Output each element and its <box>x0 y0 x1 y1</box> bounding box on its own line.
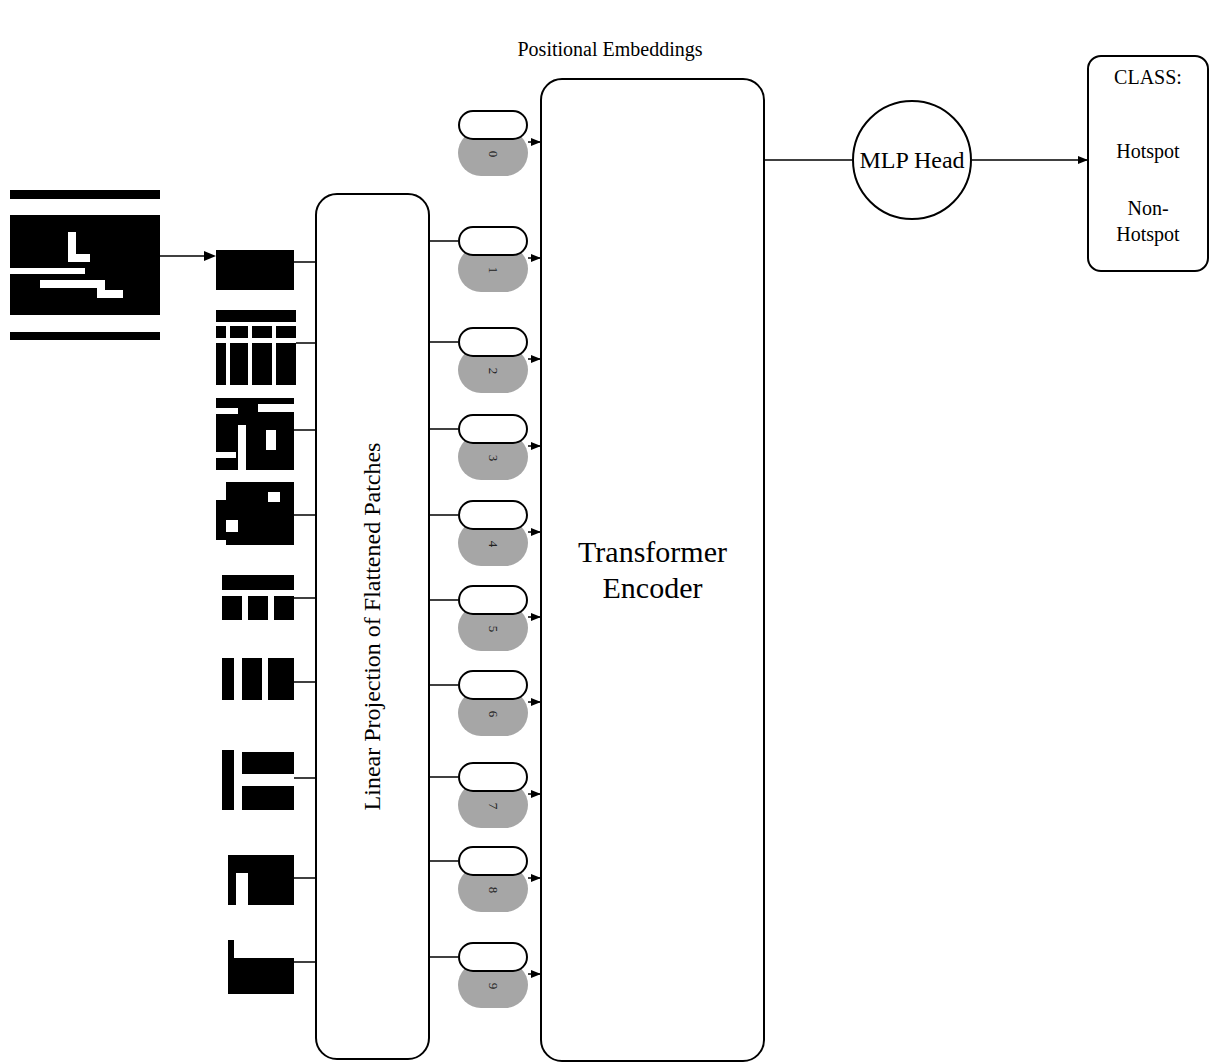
connector-arrow <box>528 531 540 533</box>
connector-line <box>430 956 458 958</box>
position-number: 9 <box>485 951 501 1021</box>
patch-embedding-pill <box>458 846 528 876</box>
connector-arrow <box>528 616 540 618</box>
mlp-head-circle: MLP Head <box>852 100 972 220</box>
projection-box: Linear Projection of Flattened Patches <box>315 193 430 1060</box>
connector-line <box>430 428 458 430</box>
connector-line <box>765 159 852 161</box>
position-number: 4 <box>485 509 501 579</box>
connector-line <box>430 341 458 343</box>
patch-embedding-pill <box>458 585 528 615</box>
image-patches <box>216 250 296 994</box>
position-number: 3 <box>485 423 501 493</box>
patch-embedding-pill <box>458 226 528 256</box>
patch-embedding-pill <box>458 762 528 792</box>
connector-line <box>430 776 458 778</box>
positional-embedding: 5 <box>458 585 528 651</box>
connector-arrow <box>528 973 540 975</box>
positional-embedding: 1 <box>458 226 528 292</box>
patch-leads <box>294 262 315 962</box>
positional-embedding: 8 <box>458 846 528 912</box>
connector-line <box>430 240 458 242</box>
encoder-label: Transformer Encoder <box>563 534 743 606</box>
position-number: 6 <box>485 679 501 749</box>
position-number: 5 <box>485 594 501 664</box>
patch-embedding-pill <box>458 500 528 530</box>
connector-line <box>430 599 458 601</box>
positional-embedding: 0 <box>458 110 528 176</box>
connector-arrow <box>528 445 540 447</box>
encoder-box: Transformer Encoder <box>540 78 765 1062</box>
patch-embedding-pill <box>458 670 528 700</box>
connector-arrow <box>528 257 540 259</box>
position-number: 2 <box>485 336 501 406</box>
positional-embedding: 2 <box>458 327 528 393</box>
position-number: 7 <box>485 771 501 841</box>
class-option: Hotspot <box>1093 139 1203 163</box>
positional-embedding: 6 <box>458 670 528 736</box>
patch-embedding-pill <box>458 414 528 444</box>
class-option: Non-Hotspot <box>1103 195 1193 247</box>
connector-arrow <box>528 701 540 703</box>
class-box: CLASS: HotspotNon-Hotspot <box>1087 55 1209 272</box>
connector-arrow <box>972 159 1087 161</box>
patch-embedding-pill <box>458 327 528 357</box>
patch-embedding-pill <box>458 942 528 972</box>
class-heading: CLASS: <box>1093 65 1203 89</box>
connector-arrow <box>528 877 540 879</box>
projection-label: Linear Projection of Flattened Patches <box>359 443 386 811</box>
positional-embedding: 9 <box>458 942 528 1008</box>
positional-embedding: 7 <box>458 762 528 828</box>
position-number: 8 <box>485 855 501 925</box>
positional-embedding: 4 <box>458 500 528 566</box>
connector-arrow <box>528 793 540 795</box>
connector-arrow <box>528 358 540 360</box>
embedding-caption: Positional Embeddings <box>430 38 790 61</box>
connector-line <box>430 860 458 862</box>
connector-line <box>430 684 458 686</box>
connector-line <box>430 514 458 516</box>
position-number: 1 <box>485 235 501 305</box>
patch-embedding-pill <box>458 110 528 140</box>
input-image <box>10 190 160 340</box>
mlp-head-label: MLP Head <box>859 147 964 174</box>
connector-arrow <box>528 141 540 143</box>
position-number: 0 <box>485 119 501 189</box>
positional-embedding: 3 <box>458 414 528 480</box>
